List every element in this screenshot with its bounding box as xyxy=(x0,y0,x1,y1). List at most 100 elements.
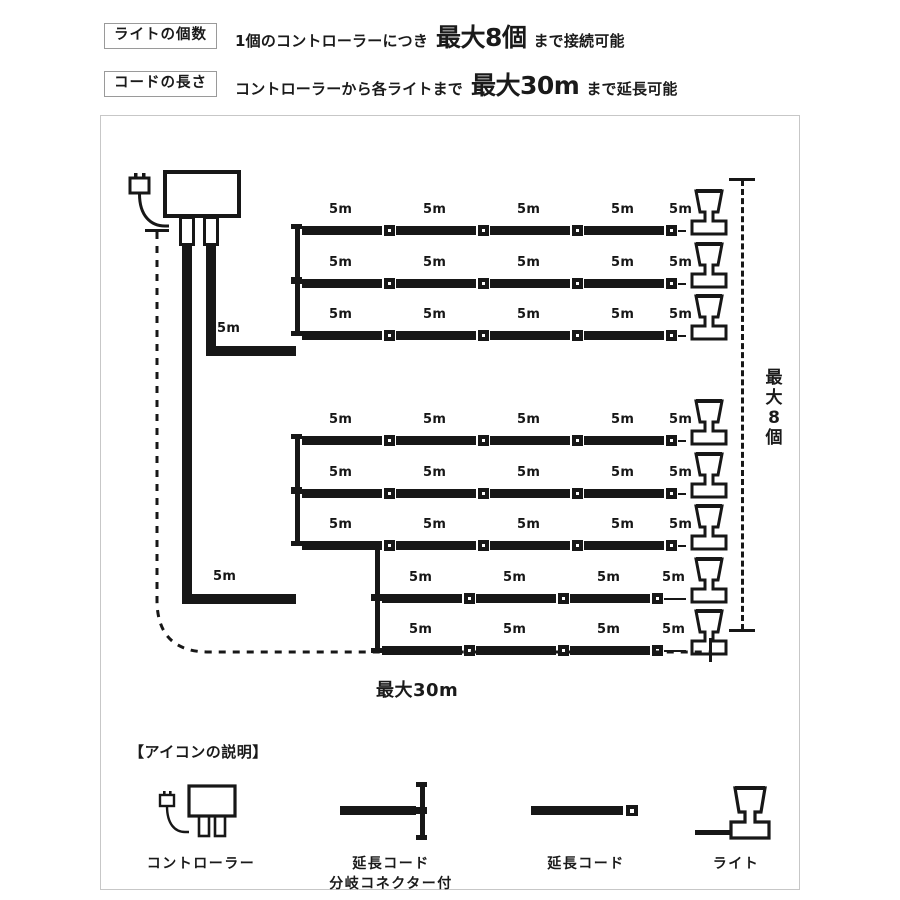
dimension-vertical-label: 最 大 8 個 xyxy=(763,368,785,448)
segment-length-label: 5m xyxy=(409,570,433,585)
segment-length-label: 5m xyxy=(329,307,353,322)
cord-connector-node xyxy=(478,225,489,236)
cord-connector-node xyxy=(572,540,583,551)
dimension-vertical-line xyxy=(741,180,744,630)
cord-connector-dot xyxy=(562,597,565,600)
light-lead-wire xyxy=(678,493,686,495)
cord-connector-node xyxy=(572,330,583,341)
legend-label-extension-cord: 延長コード xyxy=(547,856,625,872)
light-lead-wire xyxy=(678,440,686,442)
legend-caption-extension-cord: 延長コード xyxy=(501,854,671,874)
segment-length-label: 5m xyxy=(669,465,693,480)
segment-length-label: 5m xyxy=(611,202,635,217)
cord-connector-dot xyxy=(482,334,485,337)
extension-cord-segment xyxy=(490,226,570,235)
header-text-cord-length: コントローラーから各ライトまで 最大30m まで延長可能 xyxy=(235,66,678,102)
legend-item-controller: コントローラー xyxy=(121,776,281,874)
light-icon xyxy=(686,605,732,661)
extension-cord-segment xyxy=(584,489,664,498)
extension-cord-branch-connector-icon xyxy=(340,782,427,840)
cord-connector-dot xyxy=(576,492,579,495)
extension-cord-segment xyxy=(584,331,664,340)
extension-cord-segment xyxy=(584,541,664,550)
cord-connector-node xyxy=(478,330,489,341)
legend-caption-branch-cord: 延長コード 分岐コネクター付 xyxy=(296,854,486,895)
cord-connector-dot xyxy=(482,492,485,495)
legend-label-controller: コントローラー xyxy=(146,856,256,872)
segment-length-label: 5m xyxy=(409,622,433,637)
extension-cord-segment xyxy=(490,279,570,288)
extension-cord-segment xyxy=(396,331,476,340)
cord-connector-node xyxy=(384,540,395,551)
cord-connector-node xyxy=(464,593,475,604)
cord-connector-node xyxy=(464,645,475,656)
branch-connector-1 xyxy=(291,224,302,336)
segment-length-label: 5m xyxy=(423,465,447,480)
dimension-horizontal-line xyxy=(155,232,711,654)
extension-cord-segment xyxy=(490,331,570,340)
legend-title: 【アイコンの説明】 xyxy=(129,743,268,761)
segment-length-label: 5m xyxy=(662,622,686,637)
dimension-horizontal-label: 最大30m xyxy=(376,680,459,701)
extension-cord-segment xyxy=(396,279,476,288)
light-lead-wire xyxy=(678,335,686,337)
cord-connector-dot xyxy=(670,439,673,442)
cord-connector-node xyxy=(666,488,677,499)
legend-art-controller xyxy=(121,776,281,854)
cord-connector-node xyxy=(666,435,677,446)
legend-art-extension-cord xyxy=(501,776,671,854)
header-emphasis-cord-length: 最大30m xyxy=(471,71,580,100)
segment-length-label: 5m xyxy=(329,517,353,532)
segment-length-label: 5m xyxy=(669,412,693,427)
controller-body xyxy=(163,170,241,218)
cord-connector-dot xyxy=(576,334,579,337)
extension-cord-segment xyxy=(490,489,570,498)
cord-connector-dot xyxy=(576,282,579,285)
legend-caption-controller: コントローラー xyxy=(121,854,281,874)
cord-connector-dot xyxy=(562,649,565,652)
extension-cord-segment xyxy=(584,436,664,445)
cord-connector-node xyxy=(558,645,569,656)
extension-cord-segment xyxy=(396,436,476,445)
segment-length-label: 5m xyxy=(669,517,693,532)
cord-connector-dot xyxy=(388,334,391,337)
legend-art-light xyxy=(671,776,801,854)
light-icon xyxy=(686,500,732,556)
header-text-light-count: 1個のコントローラーにつき 最大8個 まで接続可能 xyxy=(235,18,625,54)
dimension-vertical-tick-top xyxy=(729,178,755,181)
extension-cord-segment xyxy=(302,331,382,340)
legend-item-branch-cord: 延長コード 分岐コネクター付 xyxy=(296,776,486,895)
segment-length-label: 5m xyxy=(517,517,541,532)
segment-length-label: 5m xyxy=(329,255,353,270)
segment-length-label: 5m xyxy=(669,307,693,322)
light-lead-wire xyxy=(678,230,686,232)
controller-plug-icon xyxy=(128,173,169,228)
cord-connector-dot xyxy=(388,282,391,285)
cord-connector-dot xyxy=(576,229,579,232)
cord-connector-dot xyxy=(388,439,391,442)
cord-connector-dot xyxy=(670,492,673,495)
legend-caption-light: ライト xyxy=(671,854,801,874)
cord-connector-dot xyxy=(576,439,579,442)
cord-connector-node xyxy=(478,488,489,499)
light-lead-wire xyxy=(678,283,686,285)
light-icon xyxy=(686,238,732,294)
cord-connector-node xyxy=(384,488,395,499)
cord-connector-node xyxy=(666,278,677,289)
cord-connector-dot xyxy=(388,229,391,232)
segment-length-label: 5m xyxy=(517,202,541,217)
cord-connector-node xyxy=(478,540,489,551)
cord-connector-dot xyxy=(468,649,471,652)
light-icon xyxy=(686,448,732,504)
segment-length-label: 5m xyxy=(517,255,541,270)
cord-connector-node xyxy=(558,593,569,604)
trunk-vertical-main xyxy=(182,244,192,604)
extension-cord-segment xyxy=(570,594,650,603)
segment-length-label: 5m xyxy=(597,622,621,637)
header-row-cord-length: コードの長さ コントローラーから各ライトまで 最大30m まで延長可能 xyxy=(104,66,678,102)
cord-connector-dot xyxy=(388,492,391,495)
segment-length-label: 5m xyxy=(423,412,447,427)
extension-cord-segment xyxy=(584,226,664,235)
segment-length-label: 5m xyxy=(329,465,353,480)
cord-connector-node xyxy=(384,330,395,341)
